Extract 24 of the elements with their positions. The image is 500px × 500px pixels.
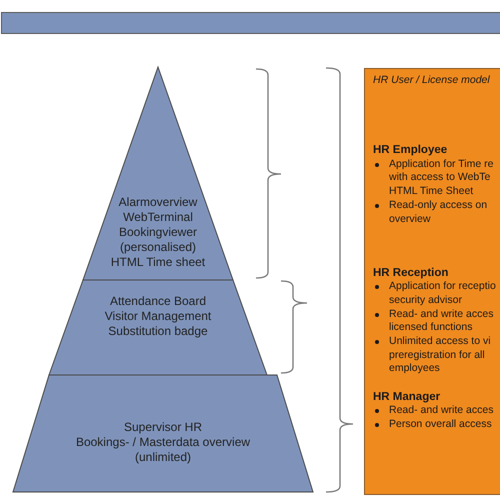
panel-heading: HR User / License model (373, 74, 490, 88)
pyramid-text: Bookingviewer (personalised) (118, 225, 198, 255)
bullet-text: Application for receptio security advisor (389, 280, 497, 308)
pyramid-text: WebTerminal (123, 210, 193, 225)
pyramid-text: Supervisor HR (124, 420, 202, 435)
bullet-text: Read-only access on overview (389, 198, 488, 226)
pyramid-tier (49, 280, 267, 375)
pyramid-text: Substitution badge (108, 324, 208, 339)
pyramid-tier (83, 67, 233, 280)
pyramid-tier (13, 375, 313, 492)
pyramid-text: HTML Time sheet (110, 255, 206, 270)
pyramid-text: Visitor Management (104, 309, 212, 324)
pyramid-text: Alarmoverview (118, 195, 198, 210)
pyramid-text: Bookings- / Masterdata overview (unlimited) (74, 435, 252, 465)
bullet-text: Application for Time re with access to WebTe HTML Time Sheet (389, 158, 494, 199)
role-heading: HR Employee (373, 142, 448, 157)
role-heading: HR Manager (373, 390, 440, 404)
role-heading: HR Reception (373, 266, 448, 280)
bullet-text: Read- and write acces (389, 404, 494, 418)
info-panel (364, 68, 500, 495)
bullet-text: Unlimited access to vi preregistration for all employees (389, 335, 492, 376)
pyramid-text: Attendance Board (110, 294, 206, 309)
bullet-text: Person overall access (389, 418, 493, 432)
bullet-text: Read- and write acces licensed functions (389, 308, 494, 336)
